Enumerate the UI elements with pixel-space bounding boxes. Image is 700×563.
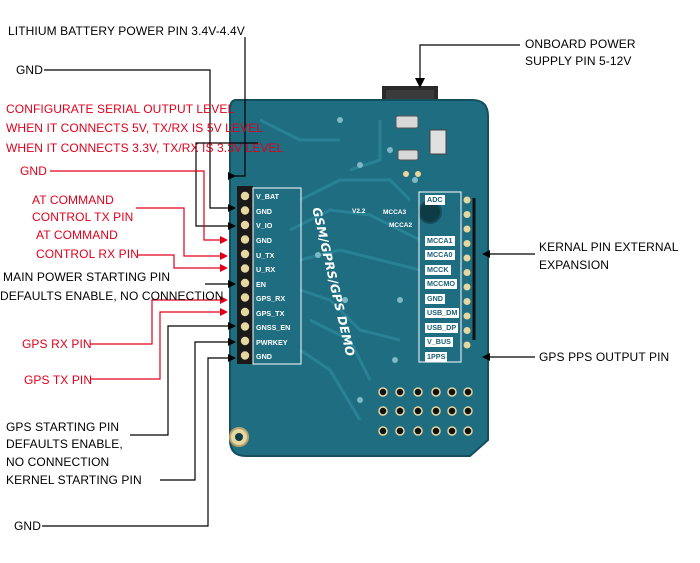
label-gps-tx: GPS TX PIN <box>24 373 93 387</box>
left-pin-label: GND <box>256 207 272 216</box>
right-pin-label: MCCMO <box>425 279 457 289</box>
label-lithium-battery: LITHIUM BATTERY POWER PIN 3.4V-4.4V <box>8 24 245 38</box>
left-header <box>237 186 253 364</box>
header-pad <box>463 341 471 349</box>
label-gps-defaults: DEFAULTS ENABLE, <box>6 437 123 451</box>
label-kernel-starting: KERNEL STARTING PIN <box>6 473 142 487</box>
through-hole-pad <box>378 426 388 436</box>
header-pad <box>240 307 250 317</box>
left-pin-label: EN <box>256 280 266 289</box>
left-pin-label: U_TX <box>256 251 275 260</box>
label-gnd: GND <box>16 63 43 77</box>
through-hole-pad <box>395 406 405 416</box>
header-pad <box>463 298 471 305</box>
left-pin-label: GND <box>256 236 272 245</box>
through-hole-pad <box>463 406 473 416</box>
silk-mcca2: MCCA2 <box>389 222 413 229</box>
label-control-rx: CONTROL RX PIN <box>36 247 139 261</box>
label-configurate-serial: CONFIGURATE SERIAL OUTPUT LEVEL <box>6 102 235 116</box>
right-pin-label: MCCA1 <box>425 236 455 246</box>
through-hole-pad <box>431 406 441 416</box>
through-hole-pad <box>447 426 457 436</box>
board-version: V2.2 <box>352 208 366 215</box>
label-kernal-external: KERNAL PIN EXTERNAL <box>539 240 679 254</box>
through-hole-pad <box>431 387 441 397</box>
label-main-defaults: DEFAULTS ENABLE, NO CONNECTION <box>0 289 224 303</box>
through-hole-pad <box>413 406 423 416</box>
right-pin-label: 1PPS <box>425 352 448 362</box>
left-pin-label: U_RX <box>256 265 276 274</box>
through-hole-pad <box>463 426 473 436</box>
header-pad <box>463 312 471 320</box>
label-gps-rx: GPS RX PIN <box>22 337 92 351</box>
right-pin-label: USB_DM <box>425 308 460 318</box>
header-pad <box>463 225 471 233</box>
label-5v-level: WHEN IT CONNECTS 5V, TX/RX IS 5V LEVEL <box>6 121 263 135</box>
right-pin-label: MCCK <box>425 265 451 275</box>
header-pad <box>240 206 250 215</box>
left-pin-label: V_BAT <box>256 192 280 201</box>
through-hole-pad <box>378 387 388 397</box>
label-main-power: MAIN POWER STARTING PIN <box>3 270 171 284</box>
label-control-tx: CONTROL TX PIN <box>32 210 134 224</box>
left-pin-label: GPS_TX <box>256 309 285 318</box>
header-pad <box>463 269 471 276</box>
left-pin-label: PWRKEY <box>256 338 288 347</box>
label-supply-pin: SUPPLY PIN 5-12V <box>525 54 632 68</box>
pcb <box>229 99 489 457</box>
header-pad <box>463 196 471 204</box>
label-expansion: EXPANSION <box>539 258 610 272</box>
right-pin-label: USB_DP <box>425 323 459 333</box>
label-gps-no-connection: NO CONNECTION <box>6 455 110 469</box>
header-pad <box>463 254 471 262</box>
header-pad <box>463 240 471 247</box>
right-pin-label: GND <box>425 294 445 304</box>
header-pad <box>463 211 471 218</box>
header-pad <box>463 283 471 291</box>
header-pad <box>240 351 250 360</box>
label-gnd-red: GND <box>20 164 47 178</box>
right-header-box <box>418 191 462 363</box>
header-pad <box>240 293 250 302</box>
through-hole-pad <box>447 387 457 397</box>
silk-mcca3: MCCA3 <box>383 209 407 216</box>
through-hole-pad <box>463 387 473 397</box>
left-pin-label: GPS_RX <box>256 294 286 303</box>
header-pad <box>240 336 250 346</box>
left-pin-label: GNSS_EN <box>256 323 291 332</box>
label-gps-starting: GPS STARTING PIN <box>6 420 120 434</box>
header-pad <box>240 278 250 288</box>
header-pad <box>240 191 250 201</box>
through-hole-pad <box>413 426 423 436</box>
label-at-command-tx: AT COMMAND <box>32 193 114 207</box>
header-pad <box>240 322 250 331</box>
through-hole-pad <box>447 406 457 416</box>
header-pad <box>240 249 250 259</box>
right-pin-label: MCCA0 <box>425 250 455 260</box>
right-pin-label: ADC <box>425 195 445 205</box>
pad-grid <box>378 387 473 436</box>
left-pin-label: V_IO <box>256 221 273 230</box>
through-hole-pad <box>431 426 441 436</box>
label-gps-pps: GPS PPS OUTPUT PIN <box>539 350 670 364</box>
left-pin-label: GND <box>256 352 272 361</box>
right-pin-label: V_BUS <box>425 337 453 347</box>
label-3v3-level: WHEN IT CONNECTS 3.3V, TX/RX IS 3.3V LEV… <box>6 141 284 155</box>
header-pad <box>463 327 471 334</box>
label-gnd-bottom: GND <box>14 519 41 533</box>
label-onboard-power: ONBOARD POWER <box>525 37 636 51</box>
label-at-command-rx: AT COMMAND <box>36 228 118 242</box>
header-pad <box>240 220 250 230</box>
through-hole-pad <box>413 387 423 397</box>
through-hole-pad <box>395 426 405 436</box>
header-pad <box>240 235 250 244</box>
header-pad <box>240 264 250 273</box>
through-hole-pad <box>395 387 405 397</box>
through-hole-pad <box>378 406 388 416</box>
